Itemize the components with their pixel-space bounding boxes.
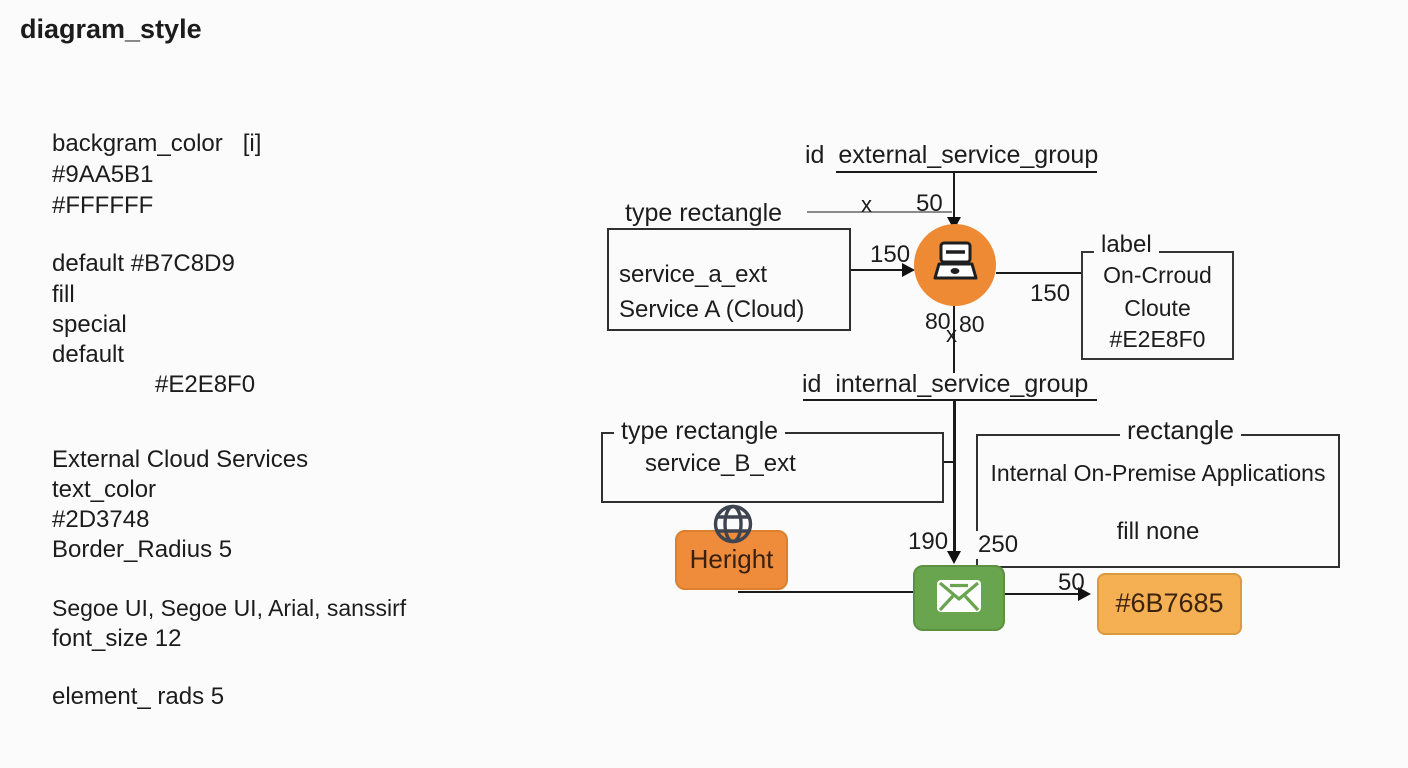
- dim-x-label: x: [861, 192, 872, 217]
- internal-rectangle-legend: rectangle: [1120, 415, 1241, 446]
- left-line-default-b7c8d9: default #B7C8D9: [52, 250, 235, 277]
- service-a-box: [607, 228, 851, 331]
- edge-internal-down-line: [953, 401, 956, 553]
- dim-50-top-label: 50: [916, 190, 943, 217]
- edge-node-to-label-line: [996, 272, 1081, 274]
- edge-id-to-node-line: [953, 171, 955, 219]
- external-group-underline: [836, 171, 1097, 173]
- left-line-special: special: [52, 311, 127, 338]
- left-line-backgram-color: backgram_color [i]: [52, 130, 262, 157]
- arrowhead-into-green-node: [947, 551, 961, 564]
- type-to-node-line: [807, 211, 952, 213]
- left-line-color-9aa5b1: #9AA5B1: [52, 161, 154, 188]
- service-b-legend: type rectangle: [614, 417, 786, 446]
- left-line-color-e2e8f0: #E2E8F0: [155, 371, 256, 398]
- dim-150-left-label: 150: [870, 241, 911, 268]
- node-down-line-upper: [953, 306, 955, 373]
- external-group-id-label: id external_service_group: [805, 141, 1099, 169]
- dim-80-left-label: 80: [925, 308, 951, 334]
- left-line-font-family: Segoe UI, Segoe UI, Arial, sanssirf: [52, 595, 407, 621]
- internal-group-id-label: id internal_service_group: [802, 370, 1089, 398]
- internal-rectangle-box: [976, 434, 1340, 568]
- page-title: diagram_style: [20, 14, 202, 44]
- left-line-font-size: font_size 12: [52, 625, 182, 652]
- arrowhead-into-amber-node: [1078, 587, 1091, 601]
- internal-group-underline: [803, 399, 1097, 401]
- dim-80-right-label: 80: [959, 311, 985, 337]
- dim-190-label: 190: [908, 528, 949, 555]
- amber-node-label: #6B7685: [1115, 588, 1224, 619]
- service-a-label-text: Service A (Cloud): [619, 296, 805, 323]
- node-label-line1: On-Crroud: [1103, 262, 1212, 288]
- globe-icon: [712, 503, 754, 550]
- left-line-color-ffffff: #FFFFFF: [52, 192, 154, 219]
- service-b-connector-tick: [944, 461, 954, 463]
- left-line-fill: fill: [52, 281, 75, 308]
- left-line-element-rads: element_ rads 5: [52, 683, 225, 710]
- internal-rectangle-fill-text: fill none: [1116, 518, 1200, 545]
- left-line-text-color: text_color: [52, 476, 157, 503]
- node-label-legend: label: [1094, 231, 1159, 259]
- internal-rectangle-title: Internal On-Premise Applications: [990, 460, 1326, 486]
- service-a-type-label: type rectangle: [625, 199, 783, 227]
- dim-150-right-label: 150: [1030, 280, 1071, 307]
- service-a-id-text: service_a_ext: [619, 261, 768, 288]
- left-line-default: default: [52, 341, 125, 368]
- internal-mail-node: [913, 565, 1005, 631]
- edge-a-to-node-line: [851, 269, 904, 271]
- dim-50-bottom-label: 50: [1058, 569, 1085, 596]
- external-service-node: [914, 224, 996, 306]
- left-line-color-2d3748: #2D3748: [52, 506, 150, 533]
- envelope-icon: [935, 578, 983, 619]
- node-label-line2: Cloute: [1124, 295, 1191, 321]
- left-line-border-radius: Border_Radius 5: [52, 536, 233, 563]
- amber-node: #6B7685: [1097, 573, 1242, 635]
- heright-node-label: Heright: [689, 544, 774, 575]
- dim-250-label: 250: [976, 531, 1021, 559]
- left-line-external-cloud-services: External Cloud Services: [52, 446, 309, 473]
- laptop-icon: [930, 241, 980, 290]
- node-label-line3: #E2E8F0: [1109, 326, 1206, 352]
- arrowhead-a-to-node: [902, 263, 915, 277]
- edge-green-to-amber-line: [1005, 593, 1079, 595]
- service-b-id-text: service_B_ext: [645, 450, 796, 477]
- edge-heright-to-green-line: [738, 591, 913, 593]
- x-marker: x: [946, 322, 957, 347]
